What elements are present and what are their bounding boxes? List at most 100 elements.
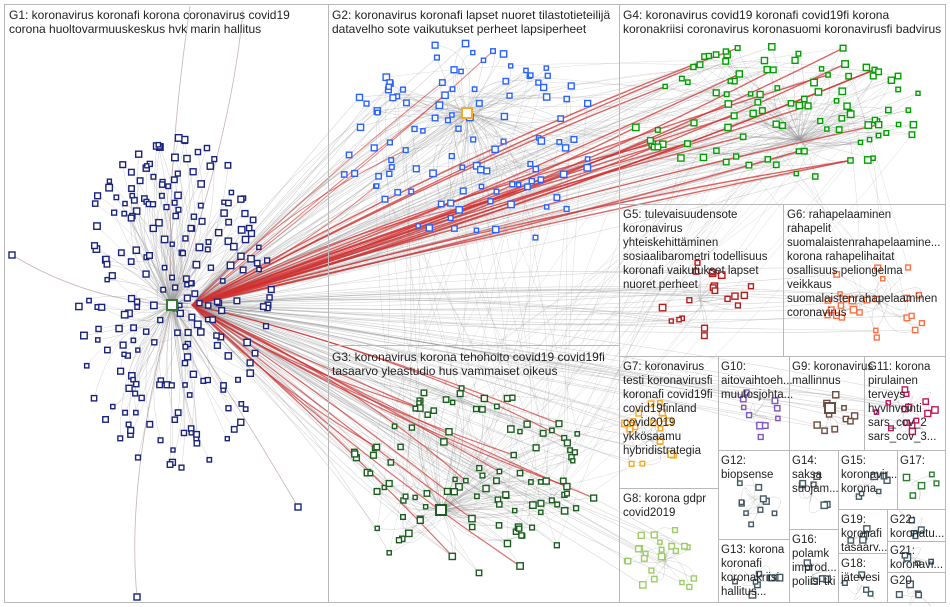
node (563, 439, 572, 447)
node (230, 425, 238, 433)
node (624, 557, 632, 565)
edge (191, 304, 688, 548)
node (539, 429, 547, 437)
node (885, 400, 892, 406)
edge (436, 112, 468, 205)
node (845, 72, 853, 80)
node (125, 384, 133, 392)
node (743, 510, 749, 517)
edge (440, 402, 463, 511)
node (239, 266, 247, 274)
edge-highlight (191, 150, 799, 306)
edge (145, 304, 173, 425)
node (648, 567, 655, 574)
node (561, 144, 570, 152)
node (437, 200, 445, 208)
node (93, 222, 101, 230)
edge (191, 73, 740, 306)
node (532, 165, 540, 173)
edge (682, 299, 703, 319)
edge (696, 298, 728, 302)
edge (191, 304, 907, 395)
edge (497, 453, 672, 500)
node (502, 491, 510, 499)
node (771, 510, 778, 517)
edge (739, 73, 801, 141)
node (928, 471, 935, 478)
edge (139, 304, 173, 399)
edge (191, 297, 672, 322)
edge (440, 509, 533, 529)
node (775, 415, 781, 422)
node (119, 341, 127, 349)
node (224, 161, 232, 169)
node (381, 195, 389, 203)
edge (799, 89, 899, 141)
edge (744, 485, 759, 501)
node (134, 150, 143, 158)
edge (842, 91, 861, 313)
node (345, 151, 353, 159)
edge (754, 401, 779, 419)
edge (762, 110, 801, 141)
group-label-g19: G19: koronafi tasaarv... (841, 514, 888, 554)
node (374, 109, 381, 116)
edge (440, 509, 508, 544)
node (103, 346, 111, 354)
node (895, 86, 902, 93)
edge (466, 112, 519, 185)
node (634, 545, 643, 553)
node (122, 409, 129, 416)
group-label-g15: G15: koronavir... korona (841, 455, 898, 495)
edge (799, 124, 899, 144)
edge (354, 453, 442, 511)
edge (191, 304, 685, 547)
node (866, 136, 873, 143)
edge (374, 448, 442, 511)
edge (423, 204, 512, 393)
edge (391, 167, 499, 500)
edge (171, 159, 215, 306)
edge-highlight (191, 304, 568, 488)
node (478, 183, 485, 190)
node (524, 183, 531, 191)
edge (191, 304, 778, 419)
node (548, 497, 555, 504)
node (841, 580, 848, 587)
node (793, 170, 800, 177)
node (827, 306, 835, 314)
node (684, 79, 691, 86)
node (771, 397, 779, 405)
node (848, 296, 857, 305)
edge (191, 304, 889, 404)
node (883, 129, 890, 136)
node (639, 581, 647, 589)
node (395, 537, 403, 544)
edge (799, 47, 844, 141)
node (686, 583, 693, 591)
edge (169, 5, 191, 306)
node (423, 490, 431, 497)
node (412, 165, 420, 173)
node (179, 250, 187, 257)
edge (725, 61, 916, 331)
node (476, 465, 483, 472)
edge (440, 504, 533, 519)
edge (191, 289, 847, 306)
node (901, 405, 909, 413)
edge (171, 239, 246, 306)
group-box-g2 (328, 4, 620, 346)
node (455, 205, 464, 214)
node (105, 183, 114, 192)
node (478, 405, 486, 413)
node (705, 52, 713, 60)
edge (171, 304, 186, 468)
edge (159, 304, 177, 385)
node (102, 416, 110, 423)
edge-highlight (191, 304, 454, 558)
edge (716, 92, 801, 141)
node (542, 93, 551, 101)
node (496, 468, 503, 475)
group-label-g1: G1: koronavirus koronafi korona coronavi… (9, 8, 290, 36)
edge (191, 304, 877, 413)
